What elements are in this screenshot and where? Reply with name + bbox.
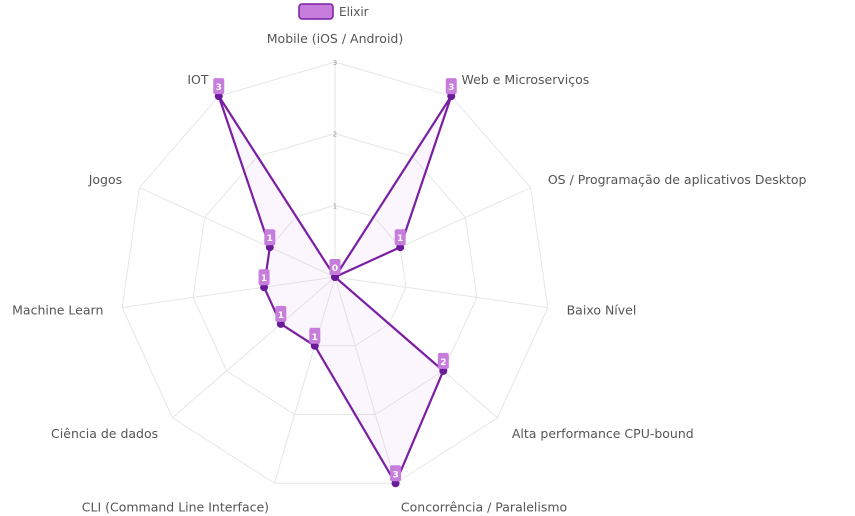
axis-label: OS / Programação de aplicativos Desktop	[548, 172, 807, 187]
axis-labels: Mobile (iOS / Android) Web e Microserviço…	[12, 31, 806, 515]
legend-label: Elixir	[339, 5, 369, 19]
data-label: 1	[267, 234, 273, 244]
grid-spoke	[139, 187, 336, 278]
grid-spoke	[273, 276, 336, 484]
tick-label: 2	[333, 131, 337, 139]
data-label-box	[275, 305, 287, 322]
data-label: 3	[448, 83, 454, 93]
grid-spoke	[334, 276, 397, 484]
data-label: 1	[278, 311, 284, 321]
axis-label: IOT	[187, 72, 209, 87]
data-label-box	[390, 465, 402, 482]
tick-label: 1	[333, 202, 337, 210]
axis-label: Jogos	[88, 172, 122, 187]
data-label: 2	[440, 358, 446, 368]
axis-label: Mobile (iOS / Android)	[267, 31, 403, 46]
series-area	[217, 95, 453, 485]
legend-swatch	[298, 3, 334, 20]
data-label: 0	[332, 264, 338, 274]
grid-spoke	[172, 276, 336, 419]
grid-spoke	[122, 276, 336, 309]
data-label: 3	[392, 470, 398, 480]
axis-label: Concorrência / Paralelismo	[401, 500, 567, 515]
data-label: 1	[261, 274, 267, 284]
axis-label: Web e Microserviços	[462, 72, 590, 87]
grid-ring	[192, 133, 478, 416]
data-label-box	[309, 327, 321, 344]
axis-label: CLI (Command Line Interface)	[82, 500, 269, 515]
grid-ring	[121, 61, 549, 484]
data-label: 1	[397, 234, 403, 244]
legend[interactable]: Elixir	[298, 3, 369, 20]
axis-label: Ciência de dados	[51, 426, 158, 441]
grid-spoke	[334, 276, 548, 309]
data-label-box	[258, 269, 270, 286]
data-label: 3	[216, 83, 222, 93]
axis-label: Baixo Nível	[567, 302, 637, 317]
tick-label: 3	[333, 59, 337, 67]
radar-ticks: 1 2 3	[333, 59, 337, 210]
axis-label: Alta performance CPU-bound	[512, 426, 694, 441]
data-label-box	[445, 78, 457, 95]
data-label-box	[394, 229, 406, 246]
data-label-box	[329, 259, 341, 275]
data-label-box	[437, 352, 449, 369]
axis-label: Machine Learn	[12, 302, 103, 317]
data-label-box	[213, 78, 225, 95]
data-label: 1	[312, 333, 318, 343]
data-label-box	[264, 229, 276, 246]
radar-series: 03102311113	[213, 78, 457, 488]
